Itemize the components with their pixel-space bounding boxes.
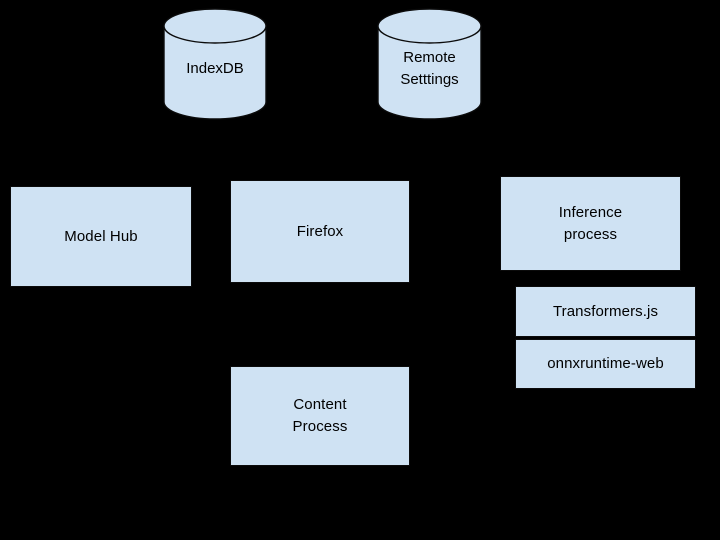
- process-transformers-js-label: Transformers.js: [552, 302, 659, 320]
- datastore-indexdb[interactable]: IndexDB: [163, 8, 267, 120]
- process-model-hub[interactable]: Model Hub: [10, 186, 192, 287]
- process-firefox[interactable]: Firefox: [230, 180, 410, 283]
- process-inference-label: Inference process: [558, 203, 623, 243]
- cylinder-shape-icon: [377, 8, 482, 120]
- process-transformers-js[interactable]: Transformers.js: [515, 286, 696, 337]
- datastore-remote-settings[interactable]: Remote Setttings: [377, 8, 482, 120]
- process-model-hub-label: Model Hub: [64, 227, 138, 245]
- cylinder-shape-icon: [163, 8, 267, 120]
- process-onnxruntime-web-label: onnxruntime-web: [547, 355, 664, 373]
- process-inference[interactable]: Inference process: [500, 176, 681, 271]
- process-firefox-label: Firefox: [296, 222, 344, 240]
- process-content-label: Content Process: [292, 396, 348, 435]
- process-onnxruntime-web[interactable]: onnxruntime-web: [515, 339, 696, 389]
- process-content[interactable]: Content Process: [230, 366, 410, 466]
